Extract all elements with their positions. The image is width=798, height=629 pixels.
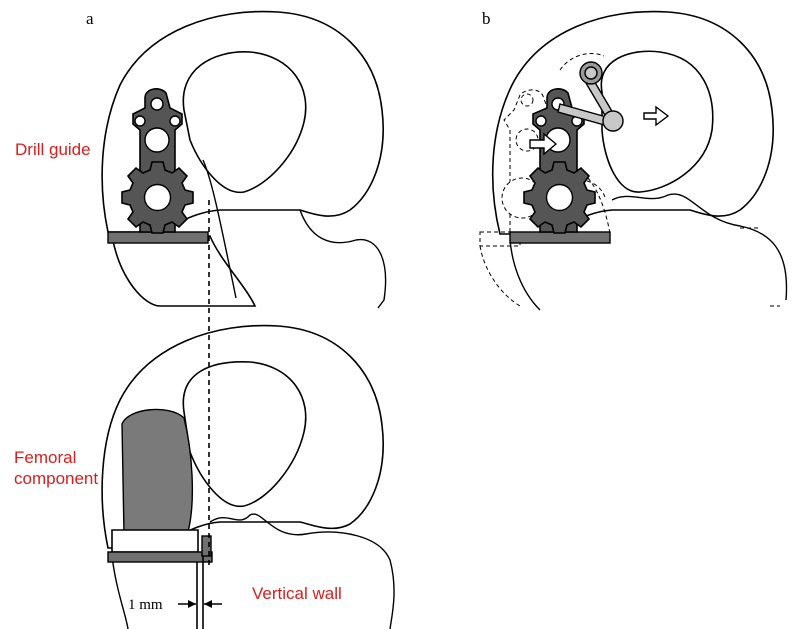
panel-a-lower: 1 mm Femoral component Vertical wall — [14, 324, 395, 629]
panel-b: b — [479, 9, 788, 311]
dimension-label: 1 mm — [128, 597, 163, 613]
tibia-right-a — [299, 209, 387, 309]
tibia-left-b — [509, 239, 541, 311]
condyle-lower — [182, 361, 307, 507]
tibial-plate-lower — [107, 551, 213, 563]
drill-guide-b — [523, 88, 596, 234]
vertical-wall — [201, 535, 212, 557]
tibia-b — [611, 193, 788, 301]
femoral-label-line2: component — [14, 469, 98, 488]
condyle-a — [182, 51, 307, 193]
femoral-component — [121, 408, 194, 541]
drill-guide-label: Drill guide — [15, 140, 91, 159]
femoral-label-line1: Femoral — [14, 448, 76, 467]
panel-a-label: a — [86, 9, 94, 28]
arrow-icon — [204, 600, 212, 608]
arrow-right-icon — [529, 132, 558, 156]
arrow-right-icon — [643, 105, 670, 127]
shaft-line-a — [202, 159, 237, 299]
tibia-lower-right — [209, 513, 395, 629]
vertical-wall-label: Vertical wall — [252, 584, 342, 603]
panel-b-label: b — [482, 9, 491, 28]
arrow-icon — [188, 600, 196, 608]
tibia-a — [111, 235, 257, 307]
panel-a: a Drill guide — [15, 9, 387, 309]
drill-guide-a — [121, 88, 194, 234]
linkage-b — [557, 61, 624, 132]
component-base — [111, 529, 199, 553]
tibia-lower-left — [111, 555, 129, 629]
